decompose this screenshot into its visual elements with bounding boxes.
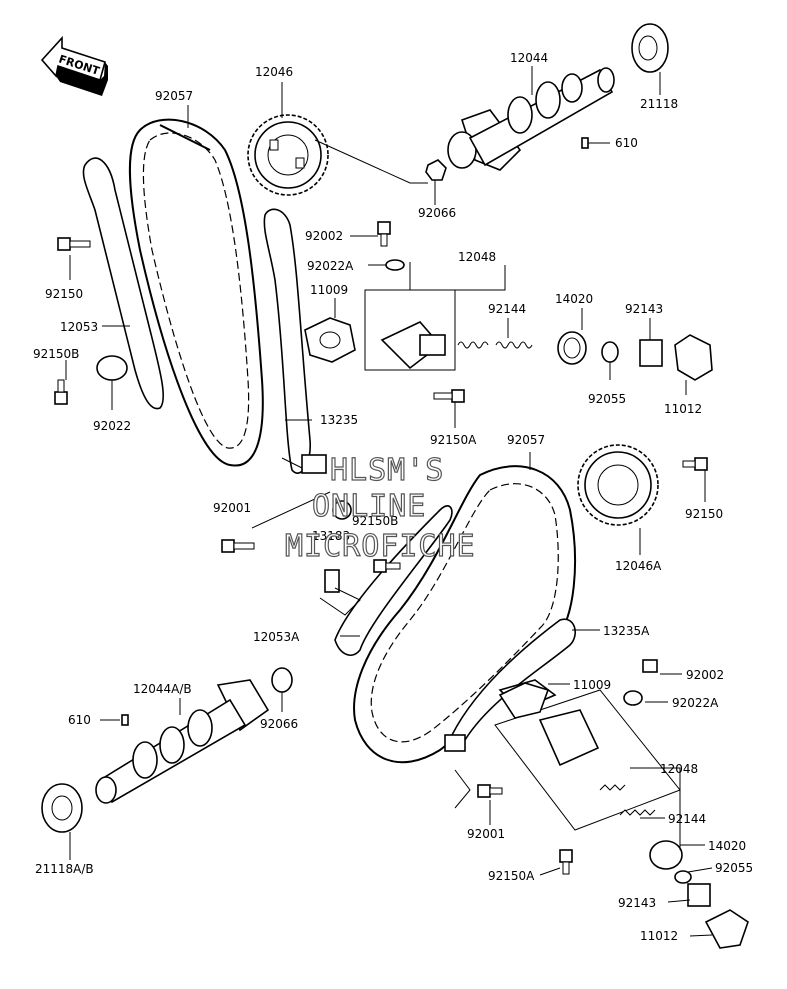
label-92150B-mid: 92150B: [352, 514, 398, 528]
lower-camshaft: [95, 679, 270, 804]
washer-92022A-lower: [623, 690, 643, 706]
label-92055-upper: 92055: [588, 392, 626, 406]
front-arrow-icon: FRONT: [40, 35, 108, 96]
label-92150B-left: 92150B: [33, 347, 79, 361]
lower-collar: [271, 667, 293, 693]
label-13235: 13235: [320, 413, 358, 427]
bolt-92150B-left: [54, 379, 68, 405]
upper-cam-cap: [631, 23, 669, 73]
label-92143-upper: 92143: [625, 302, 663, 316]
lower-chain-guide: [334, 505, 453, 656]
bolt-92002-upper: [377, 221, 391, 247]
label-12046: 12046: [255, 65, 293, 79]
upper-collar: [425, 159, 447, 181]
gasket-11009-upper: [304, 317, 356, 363]
label-12053: 12053: [60, 320, 98, 334]
upper-tensioner-guide: [263, 208, 352, 520]
label-92057-upper: 92057: [155, 89, 193, 103]
clip-13183: [324, 569, 340, 593]
cap-14020-lower: [649, 840, 683, 870]
washer-92022: [96, 355, 128, 381]
label-92001-lower: 92001: [467, 827, 505, 841]
label-14020-upper: 14020: [555, 292, 593, 306]
bolt-92150B-lower: [373, 559, 401, 573]
lower-tensioner-guide: [444, 618, 576, 752]
label-92022: 92022: [93, 419, 131, 433]
spacer-92143-upper: [639, 339, 663, 367]
label-92002-upper: 92002: [305, 229, 343, 243]
label-92002-lower: 92002: [686, 668, 724, 682]
lower-sprocket: [577, 444, 659, 526]
label-13183: 13183: [312, 529, 350, 543]
watermark-line-2: ONLINE: [312, 489, 426, 524]
label-12048-lower: 12048: [660, 762, 698, 776]
bolt-92150A-upper: [433, 389, 465, 403]
bolt-92150-right: [682, 457, 708, 471]
label-12048-upper: 12048: [458, 250, 496, 264]
upper-tensioner-assembly: [364, 289, 533, 371]
lower-cam-chain: [353, 465, 576, 764]
dowel-pin-upper: [581, 137, 589, 149]
gasket-11009-lower: [498, 682, 550, 719]
label-92055-lower: 92055: [715, 861, 753, 875]
bolt-92150-left: [57, 237, 91, 251]
upper-sprocket: [247, 114, 329, 196]
label-11012-upper: 11012: [664, 402, 702, 416]
label-14020-lower: 14020: [708, 839, 746, 853]
label-92066-upper: 92066: [418, 206, 456, 220]
label-21118AB: 21118A/B: [35, 862, 94, 876]
label-12044: 12044: [510, 51, 548, 65]
label-21118: 21118: [640, 97, 678, 111]
label-610-lower: 610: [68, 713, 91, 727]
lower-cam-cap: [41, 783, 83, 833]
label-92022A-upper: 92022A: [307, 259, 354, 273]
label-11012-lower: 11012: [640, 929, 678, 943]
oring-92055-lower: [674, 870, 692, 884]
label-12046A: 12046A: [615, 559, 662, 573]
watermark-line-3: MICROFICHE: [285, 529, 476, 564]
label-92144-lower: 92144: [668, 812, 706, 826]
dowel-pin-lower: [121, 714, 129, 726]
bolt-92001-lower: [477, 784, 503, 798]
label-92150A-upper: 92150A: [430, 433, 477, 447]
washer-92022A-upper: [385, 259, 405, 271]
leader-lines: [65, 66, 713, 937]
part-labels: 12046 92057 12044 21118 610 92066 92002 …: [33, 51, 753, 943]
label-11009-lower: 11009: [573, 678, 611, 692]
label-92144-upper: 92144: [488, 302, 526, 316]
upper-camshaft: [447, 67, 615, 171]
watermark: HLSM'S ONLINE MICROFICHE: [284, 452, 476, 564]
label-92001-upper: 92001: [213, 501, 251, 515]
label-92150-left: 92150: [45, 287, 83, 301]
cap-14020-upper: [557, 331, 587, 365]
label-12053A: 12053A: [253, 630, 300, 644]
label-13235A: 13235A: [603, 624, 650, 638]
spacer-92143-lower: [687, 883, 711, 907]
label-92150-right: 92150: [685, 507, 723, 521]
label-610-upper: 610: [615, 136, 638, 150]
label-92057-lower: 92057: [507, 433, 545, 447]
label-92066-lower: 92066: [260, 717, 298, 731]
label-12044AB: 12044A/B: [133, 682, 192, 696]
bolt-92001-upper: [221, 539, 255, 553]
label-11009-upper: 11009: [310, 283, 348, 297]
watermark-line-1: HLSM'S: [330, 453, 444, 488]
cap-11012-upper: [674, 334, 713, 381]
label-92022A-lower: 92022A: [672, 696, 719, 710]
upper-chain-guide: [82, 157, 165, 410]
oring-92055-upper: [601, 341, 619, 363]
lower-springs: [599, 784, 656, 816]
label-92143-lower: 92143: [618, 896, 656, 910]
cap-11012-lower: [704, 909, 749, 949]
bolt-92002-lower: [642, 659, 658, 673]
label-92150A-lower: 92150A: [488, 869, 535, 883]
upper-cam-chain: [128, 118, 264, 467]
bolt-92150A-lower: [559, 849, 573, 875]
